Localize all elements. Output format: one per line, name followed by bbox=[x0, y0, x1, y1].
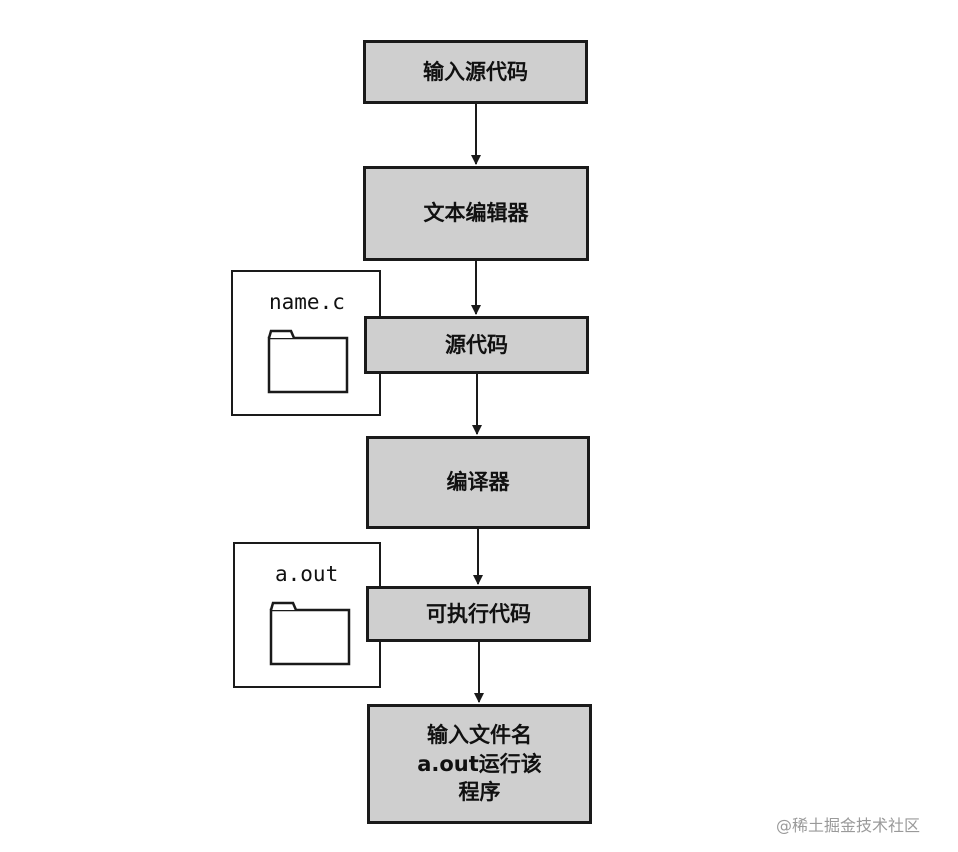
step-label: 输入文件名 a.out运行该 程序 bbox=[417, 723, 542, 805]
source-file-name: name.c bbox=[269, 290, 345, 314]
watermark-text: @稀土掘金技术社区 bbox=[776, 816, 921, 835]
step-label: 输入源代码 bbox=[423, 59, 528, 84]
step-executable-code: 可执行代码 bbox=[366, 586, 591, 642]
step-label: 源代码 bbox=[445, 332, 508, 357]
source-file-card: name.c bbox=[231, 270, 381, 416]
step-compiler: 编译器 bbox=[366, 436, 590, 529]
binary-file-name: a.out bbox=[275, 562, 339, 586]
step-label: 可执行代码 bbox=[426, 601, 531, 626]
step-source-code: 源代码 bbox=[364, 316, 589, 374]
step-input-source-code: 输入源代码 bbox=[363, 40, 588, 104]
step-label: 编译器 bbox=[446, 470, 510, 495]
folder-icon bbox=[267, 329, 349, 394]
step-run-program: 输入文件名 a.out运行该 程序 bbox=[367, 704, 592, 824]
step-label: 文本编辑器 bbox=[423, 201, 529, 226]
folder-icon bbox=[269, 601, 351, 666]
step-text-editor: 文本编辑器 bbox=[363, 166, 589, 261]
binary-file-card: a.out bbox=[233, 542, 381, 688]
